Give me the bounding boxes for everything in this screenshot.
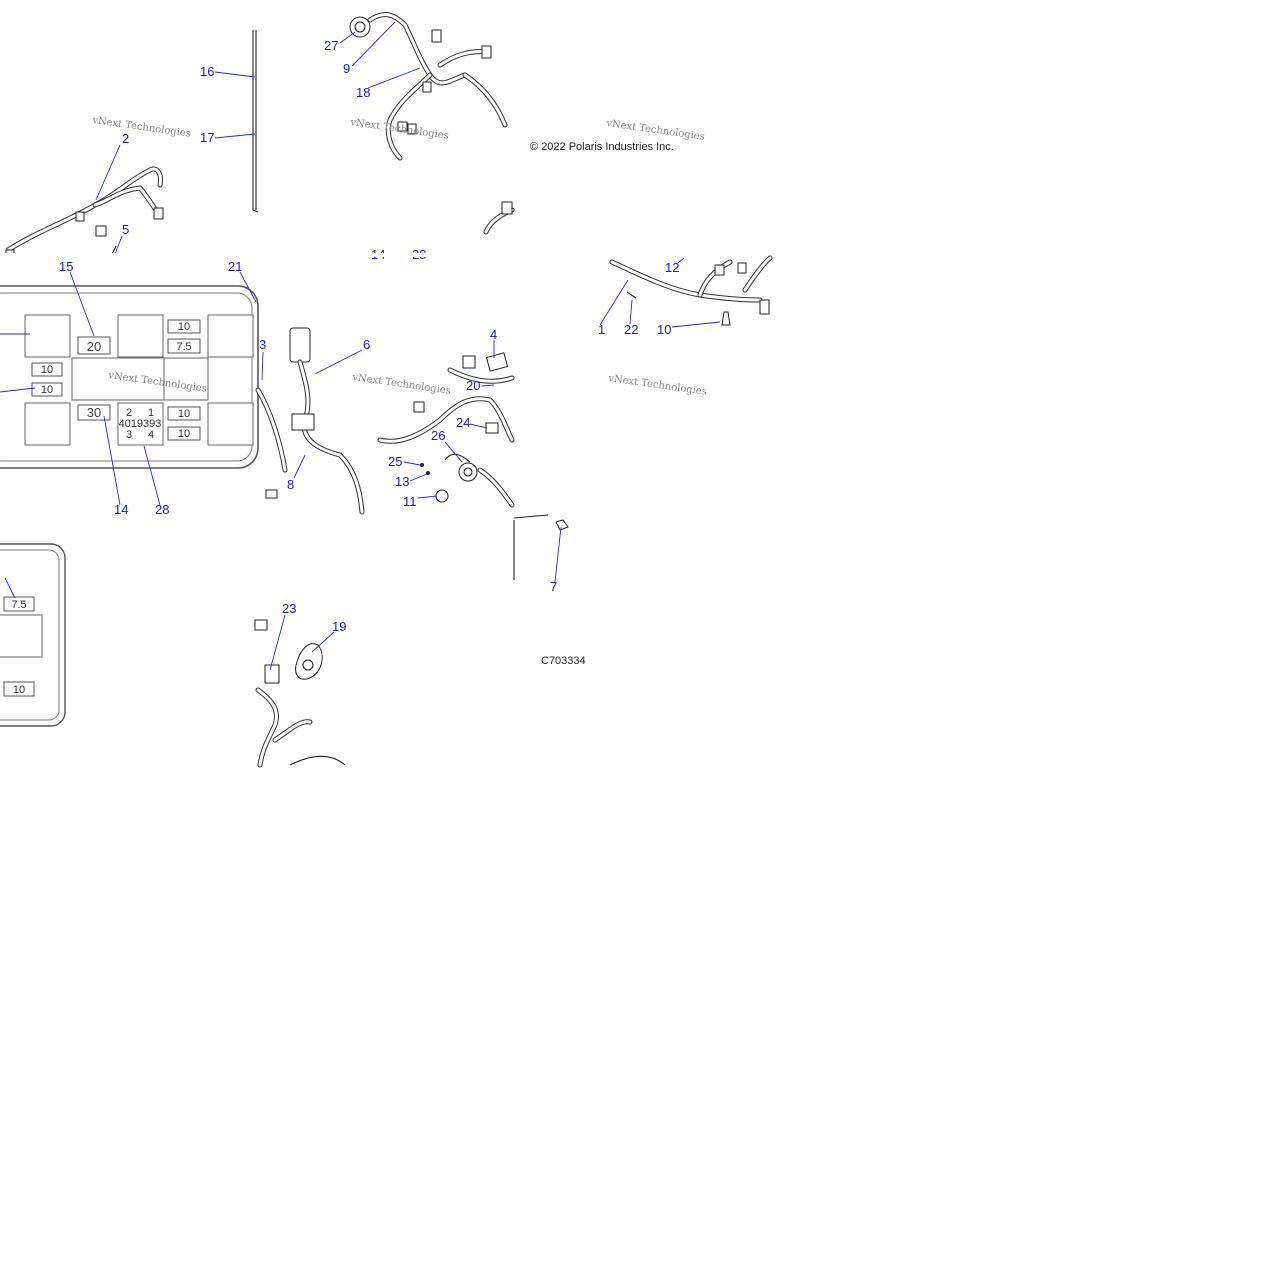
leader-lines [0,21,721,671]
harness-main-middle [255,327,365,515]
callout-4: 4 [490,327,497,342]
callout-labels: 1 2 3 4 5 6 7 8 9 10 11 12 13 14 15 16 1… [59,38,679,634]
relay-pin-3: 3 [126,429,132,441]
callout-18: 18 [356,85,370,100]
fuse-7-5-label: 7.5 [176,341,191,353]
copyright-text: © 2022 Polaris Industries Inc. [530,141,674,153]
callout-22: 22 [624,322,638,337]
callout-14: 14 [114,502,128,517]
tile-masks [0,253,512,257]
callout-3: 3 [259,337,266,352]
fuse-box: 20 7.5 10 10 10 30 10 10 2 1 4019393 3 4 [0,285,259,469]
callout-5: 5 [122,222,129,237]
watermark-1: vNext Technologies [91,115,192,140]
fuse-30-label: 30 [87,405,101,420]
watermark-6: vNext Technologies [607,373,708,398]
harness-rear [609,255,773,326]
callout-12: 12 [665,260,679,275]
detail-fuse-10: 10 [13,684,25,696]
fuse-10-label-c: 10 [41,384,53,396]
fuse-box-detail: 7.5 10 [0,543,66,727]
figure-id: C703334 [541,655,586,667]
callout-24: 24 [456,415,470,430]
part-7-sensor [513,514,569,580]
callout-1: 1 [598,322,605,337]
callout-21: 21 [228,259,242,274]
callout-27: 27 [324,38,338,53]
callout-13: 13 [395,474,409,489]
callout-23: 23 [282,601,296,616]
callout-28: 28 [155,502,169,517]
panel-assembly [252,30,259,213]
callout-26: 26 [431,428,445,443]
callout-11: 11 [403,494,417,509]
fuse-20-label: 20 [87,339,101,354]
callout-9: 9 [343,61,350,76]
callout-17: 17 [200,130,214,145]
harness-front-assembly [5,166,164,257]
callout-19: 19 [332,619,346,634]
callout-25: 25 [388,454,402,469]
detail-fuse-7-5: 7.5 [11,599,26,611]
fuse-10-label-b: 10 [41,364,53,376]
watermark-3: vNext Technologies [605,118,706,143]
relay-pin-1: 1 [148,407,154,419]
fuse-10-label-e: 10 [178,428,190,440]
fuse-10-label-d: 10 [178,408,190,420]
callout-20: 20 [466,378,480,393]
callout-8: 8 [287,477,294,492]
harness-main-center [377,352,515,508]
fuse-10-label-a: 10 [178,321,190,333]
harness-lower [254,619,346,768]
relay-pin-2: 2 [126,407,132,419]
relay-pin-4: 4 [148,429,154,441]
watermark-2: vNext Technologies [349,117,450,142]
harness-main-upper [349,12,515,235]
callout-6: 6 [363,337,370,352]
watermark-5: vNext Technologies [351,372,452,397]
callout-7: 7 [550,579,557,594]
relay-part-number: 4019393 [119,418,162,430]
callout-15: 15 [59,259,73,274]
callout-10: 10 [657,322,671,337]
callout-16: 16 [200,64,214,79]
callout-2: 2 [122,131,129,146]
